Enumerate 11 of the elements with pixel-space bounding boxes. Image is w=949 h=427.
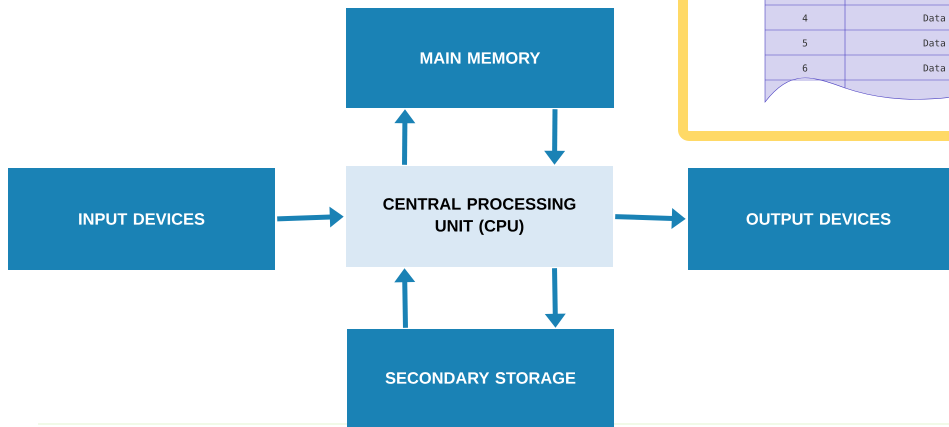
processor-box: CENTRAL PROCESSING UNIT (CPU) xyxy=(346,166,613,267)
component-box: OUTPUT DEVICES xyxy=(688,168,949,270)
cell-text: Data xyxy=(924,64,945,72)
row-number: 5 xyxy=(802,39,808,47)
row-number: 6 xyxy=(802,64,808,72)
row-number: 4 xyxy=(802,14,808,22)
component-box: SECONDARY STORAGE xyxy=(347,329,614,427)
cell-text: Data xyxy=(924,14,945,22)
component-box: MAIN MEMORY xyxy=(346,8,614,108)
cell-text: Data xyxy=(924,39,945,47)
component-box: INPUT DEVICES xyxy=(8,168,275,270)
